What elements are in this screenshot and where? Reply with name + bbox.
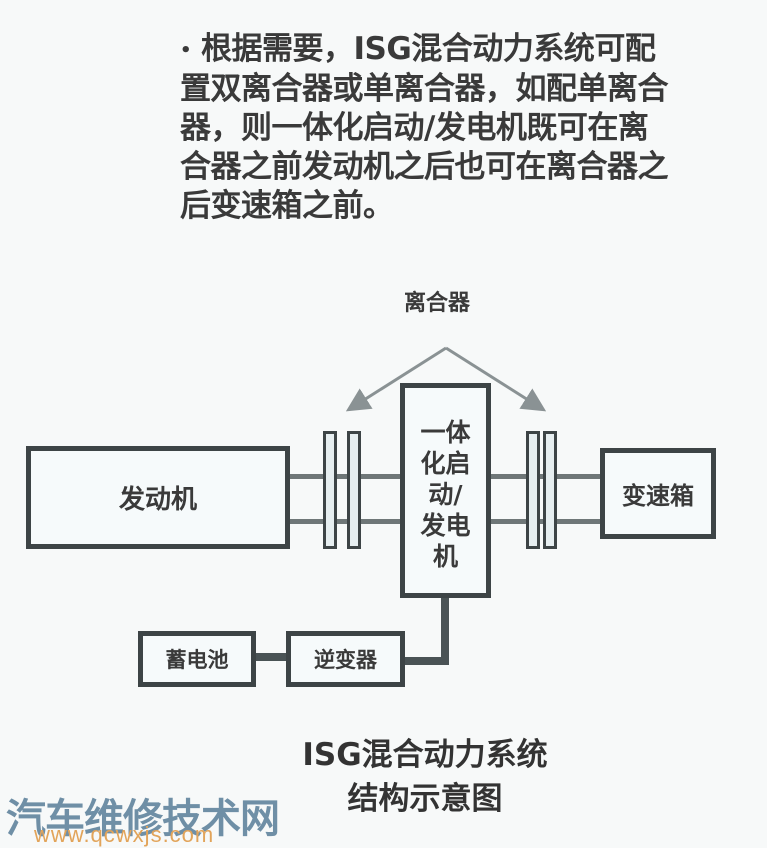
isg-label-4: 发电 <box>420 511 471 540</box>
isg-box: 一体 化启 动/ 发电 机 <box>400 383 491 598</box>
watermark-url: www.qcwxjs.com <box>34 822 215 847</box>
wire-to-inverter <box>403 657 449 665</box>
note-line-1: •根据需要，ISG混合动力系统可配 <box>180 30 690 70</box>
shaft-upper-left <box>288 474 401 479</box>
engine-label: 发动机 <box>118 485 197 515</box>
clutch-label: 离合器 <box>404 291 471 316</box>
note-line-3: 器，则一体化启动/发电机既可在离 <box>180 110 649 146</box>
engine-box: 发动机 <box>26 446 290 549</box>
isg-label-5: 机 <box>432 542 458 571</box>
battery-label: 蓄电池 <box>165 648 229 672</box>
caption-line-2: 结构示意图 <box>347 781 503 817</box>
transmission-label: 变速箱 <box>622 482 694 510</box>
arrow-left-icon <box>345 346 447 412</box>
right-clutch-plate-1 <box>526 431 540 549</box>
shaft-lower-left <box>288 519 401 524</box>
description-note: •根据需要，ISG混合动力系统可配 置双离合器或单离合器，如配单离合 器，则一体… <box>180 30 690 226</box>
isg-label-3: 动/ <box>428 480 463 509</box>
diagram-caption: ISG混合动力系统 结构示意图 <box>260 733 590 821</box>
isg-label-2: 化启 <box>420 449 471 478</box>
left-clutch-plate-2 <box>347 431 361 549</box>
inverter-label: 逆变器 <box>314 648 377 672</box>
note-line-4: 合器之前发动机之后也可在离合器之 <box>180 149 669 185</box>
battery-box: 蓄电池 <box>138 631 256 687</box>
wire-isg-down <box>441 598 449 665</box>
watermark-site-name: 汽车维修技术网 <box>6 796 280 842</box>
inverter-box: 逆变器 <box>286 631 405 687</box>
isg-label-1: 一体 <box>420 418 471 447</box>
note-line-2: 置双离合器或单离合器，如配单离合 <box>180 71 669 107</box>
bullet-icon: • <box>180 40 192 61</box>
arrow-right-icon <box>445 346 547 412</box>
note-line-5: 后变速箱之前。 <box>180 188 394 224</box>
right-clutch-plate-2 <box>543 431 557 549</box>
caption-line-1: ISG混合动力系统 <box>302 737 548 773</box>
wire-battery-inverter <box>254 653 287 661</box>
transmission-box: 变速箱 <box>600 448 716 539</box>
left-clutch-plate-1 <box>323 431 337 549</box>
